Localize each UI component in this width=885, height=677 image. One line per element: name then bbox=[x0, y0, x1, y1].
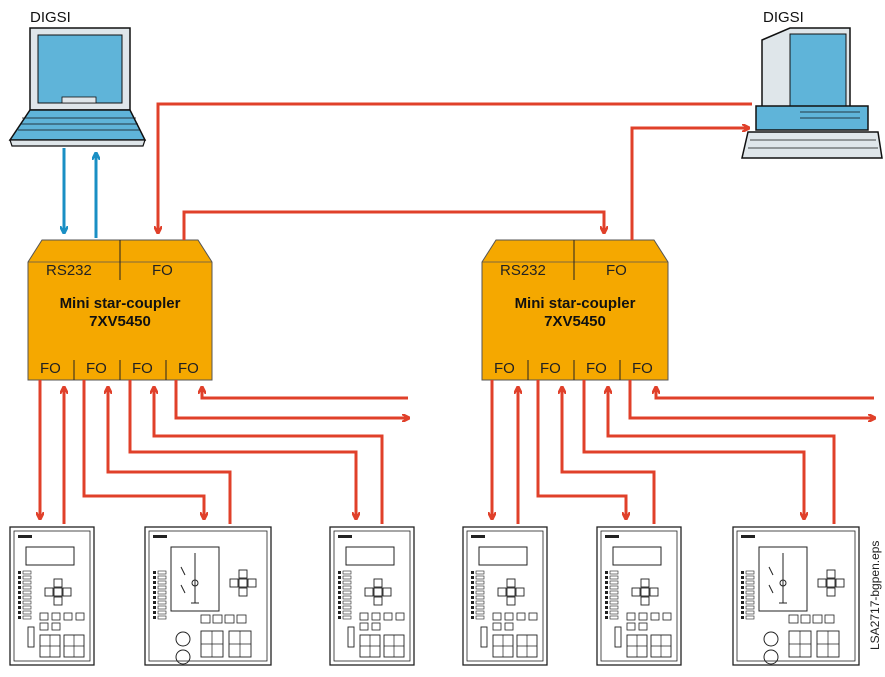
port-fo-top: FO bbox=[152, 262, 173, 279]
fiber-link bbox=[108, 388, 232, 524]
fiber-link bbox=[562, 388, 656, 524]
fiber-link-coupler-right-to-pc bbox=[630, 128, 748, 240]
relay-device-icon bbox=[462, 526, 548, 666]
port-fo-bottom: FO bbox=[540, 360, 561, 377]
port-fo-bottom: FO bbox=[40, 360, 61, 377]
relay-device-large-icon bbox=[144, 526, 272, 666]
fiber-link bbox=[656, 388, 874, 400]
coupler-title-line1: Mini star-coupler bbox=[60, 295, 181, 312]
relay-device-large-icon bbox=[732, 526, 860, 666]
port-rs232: RS232 bbox=[500, 262, 546, 279]
desktop-computer-icon bbox=[741, 27, 883, 159]
port-fo-bottom: FO bbox=[632, 360, 653, 377]
fiber-link bbox=[536, 380, 626, 518]
fiber-link bbox=[628, 380, 874, 418]
fiber-link bbox=[582, 380, 804, 518]
fiber-link-pc-to-coupler-left bbox=[158, 102, 752, 232]
fiber-link bbox=[154, 388, 384, 524]
relay-device-icon bbox=[9, 526, 95, 666]
pc-right-label: DIGSI bbox=[763, 9, 804, 26]
fiber-link-coupler-to-coupler bbox=[182, 210, 604, 240]
coupler-box-right bbox=[481, 239, 669, 381]
fiber-link bbox=[202, 388, 408, 400]
port-fo-bottom: FO bbox=[178, 360, 199, 377]
port-fo-bottom: FO bbox=[86, 360, 107, 377]
fiber-link bbox=[128, 380, 356, 518]
coupler-title-line2: 7XV5450 bbox=[544, 313, 606, 330]
port-fo-bottom: FO bbox=[586, 360, 607, 377]
port-fo-top: FO bbox=[606, 262, 627, 279]
fiber-link bbox=[82, 380, 204, 518]
pc-left-label: DIGSI bbox=[30, 9, 71, 26]
port-fo-bottom: FO bbox=[494, 360, 515, 377]
port-rs232: RS232 bbox=[46, 262, 92, 279]
coupler-box-left bbox=[27, 239, 213, 381]
laptop-icon bbox=[8, 27, 147, 147]
relay-device-icon bbox=[596, 526, 682, 666]
fiber-link bbox=[608, 388, 836, 524]
coupler-title-line1: Mini star-coupler bbox=[515, 295, 636, 312]
port-fo-bottom: FO bbox=[132, 360, 153, 377]
coupler-title-line2: 7XV5450 bbox=[89, 313, 151, 330]
relay-devices bbox=[9, 526, 860, 666]
fiber-link bbox=[174, 380, 408, 418]
file-label: LSA2717-bgpen.eps bbox=[868, 541, 882, 650]
relay-device-icon bbox=[329, 526, 415, 666]
